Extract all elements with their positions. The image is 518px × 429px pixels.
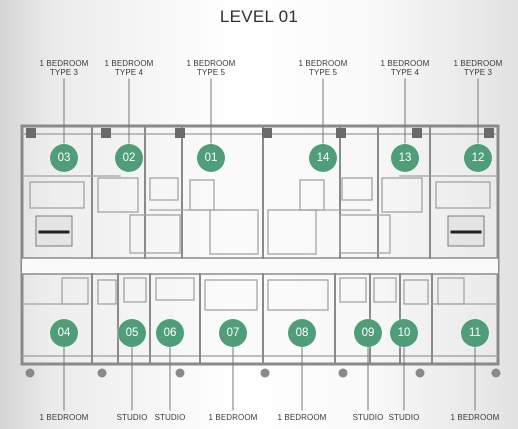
level-title: LEVEL 01 <box>219 7 299 26</box>
unit-marker-05[interactable]: 05 <box>118 319 146 347</box>
unit-marker-01[interactable]: 01 <box>197 144 225 172</box>
unit-marker-02[interactable]: 02 <box>115 144 143 172</box>
unit-type-label: STUDIO <box>154 413 186 422</box>
unit-type-label: 1 BEDROOM <box>277 413 327 422</box>
unit-type-label: 1 BEDROOM <box>450 413 500 422</box>
unit-marker-07[interactable]: 07 <box>219 319 247 347</box>
unit-marker-14[interactable]: 14 <box>309 144 337 172</box>
unit-marker-09[interactable]: 09 <box>354 319 382 347</box>
unit-marker-06[interactable]: 06 <box>156 319 184 347</box>
unit-marker-13[interactable]: 13 <box>391 144 419 172</box>
unit-type-label: 1 BEDROOM <box>39 413 89 422</box>
unit-type-label: 1 BEDROOM <box>208 413 258 422</box>
unit-type-label: STUDIO <box>116 413 148 422</box>
unit-marker-11[interactable]: 11 <box>461 319 489 347</box>
unit-marker-10[interactable]: 10 <box>390 319 418 347</box>
unit-marker-12[interactable]: 12 <box>464 144 492 172</box>
unit-marker-08[interactable]: 08 <box>288 319 316 347</box>
unit-type-label: STUDIO <box>388 413 420 422</box>
unit-marker-04[interactable]: 04 <box>50 319 78 347</box>
unit-marker-03[interactable]: 03 <box>50 144 78 172</box>
unit-type-label: STUDIO <box>352 413 384 422</box>
